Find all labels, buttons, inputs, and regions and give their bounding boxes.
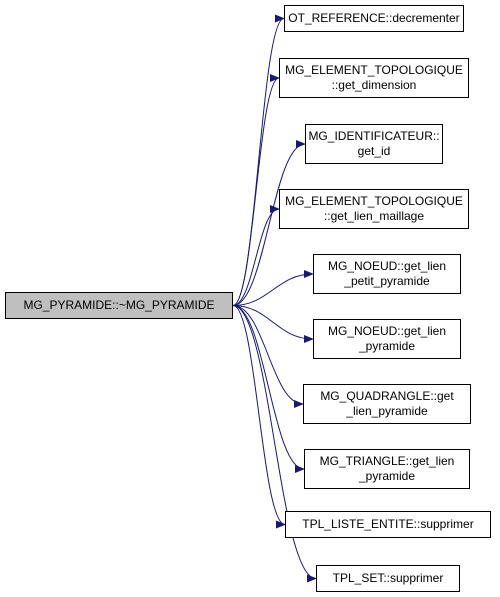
callee-node-mg-noeud-get-lien-pyramide[interactable]: MG_NOEUD::get_lien _pyramide bbox=[313, 319, 461, 359]
callee-label-line2: ::get_lien_maillage bbox=[323, 209, 425, 223]
callee-label-line1: MG_NOEUD::get_lien bbox=[327, 324, 447, 338]
callee-node-mg-element-topologique-get-lien-maillage[interactable]: MG_ELEMENT_TOPOLOGIQUE ::get_lien_mailla… bbox=[279, 189, 469, 229]
call-edge-arrow bbox=[232, 305, 314, 343]
callee-label-line2: _pyramide bbox=[358, 339, 416, 353]
callee-label-line2: _lien_pyramide bbox=[346, 404, 428, 418]
call-edge-arrow bbox=[232, 74, 280, 306]
root-function-label: MG_PYRAMIDE::~MG_PYRAMIDE bbox=[23, 298, 215, 312]
callee-label-line2: get_id bbox=[357, 144, 391, 158]
call-edge-arrow bbox=[232, 305, 317, 583]
callee-label-line1: MG_TRIANGLE::get_lien bbox=[319, 454, 455, 468]
root-function-node: MG_PYRAMIDE::~MG_PYRAMIDE bbox=[5, 292, 233, 319]
callee-node-tpl-liste-entite-supprimer[interactable]: TPL_LISTE_ENTITE::supprimer bbox=[285, 511, 491, 538]
callee-label-line1: MG_NOEUD::get_lien bbox=[327, 259, 447, 273]
callee-node-ot-reference-decrementer[interactable]: OT_REFERENCE::decrementer bbox=[284, 5, 464, 32]
callee-label-line1: TPL_SET::supprimer bbox=[332, 571, 444, 585]
callee-label-line1: TPL_LISTE_ENTITE::supprimer bbox=[302, 517, 474, 531]
call-edge-arrow bbox=[232, 305, 305, 473]
call-edge-arrow bbox=[232, 205, 280, 306]
callee-node-mg-quadrangle-get-lien-pyramide[interactable]: MG_QUADRANGLE::get _lien_pyramide bbox=[303, 384, 471, 424]
callee-label-line1: MG_QUADRANGLE::get bbox=[320, 389, 454, 403]
callee-label-line2: _pyramide bbox=[358, 469, 416, 483]
call-edge-arrow bbox=[232, 14, 285, 306]
callee-label-line1: OT_REFERENCE::decrementer bbox=[288, 11, 460, 25]
callee-node-tpl-set-supprimer[interactable]: TPL_SET::supprimer bbox=[316, 565, 460, 592]
call-edge-arrow bbox=[232, 305, 286, 529]
callee-label-line2: _petit_pyramide bbox=[344, 274, 430, 288]
call-edge-arrow bbox=[232, 140, 306, 306]
callee-label-line1: MG_IDENTIFICATEUR:: bbox=[308, 129, 440, 143]
call-edge-arrow bbox=[232, 270, 314, 306]
callee-node-mg-element-topologique-get-dimension[interactable]: MG_ELEMENT_TOPOLOGIQUE ::get_dimension bbox=[279, 58, 469, 98]
callee-node-mg-identificateur-get-id[interactable]: MG_IDENTIFICATEUR:: get_id bbox=[305, 124, 443, 164]
callee-label-line1: MG_ELEMENT_TOPOLOGIQUE bbox=[285, 194, 463, 208]
callee-label-line1: MG_ELEMENT_TOPOLOGIQUE bbox=[285, 63, 463, 77]
callee-node-mg-triangle-get-lien-pyramide[interactable]: MG_TRIANGLE::get_lien _pyramide bbox=[304, 449, 470, 489]
callee-label-line2: ::get_dimension bbox=[331, 78, 417, 92]
callee-node-mg-noeud-get-lien-petit-pyramide[interactable]: MG_NOEUD::get_lien _petit_pyramide bbox=[313, 254, 461, 294]
call-edge-arrow bbox=[232, 305, 304, 408]
